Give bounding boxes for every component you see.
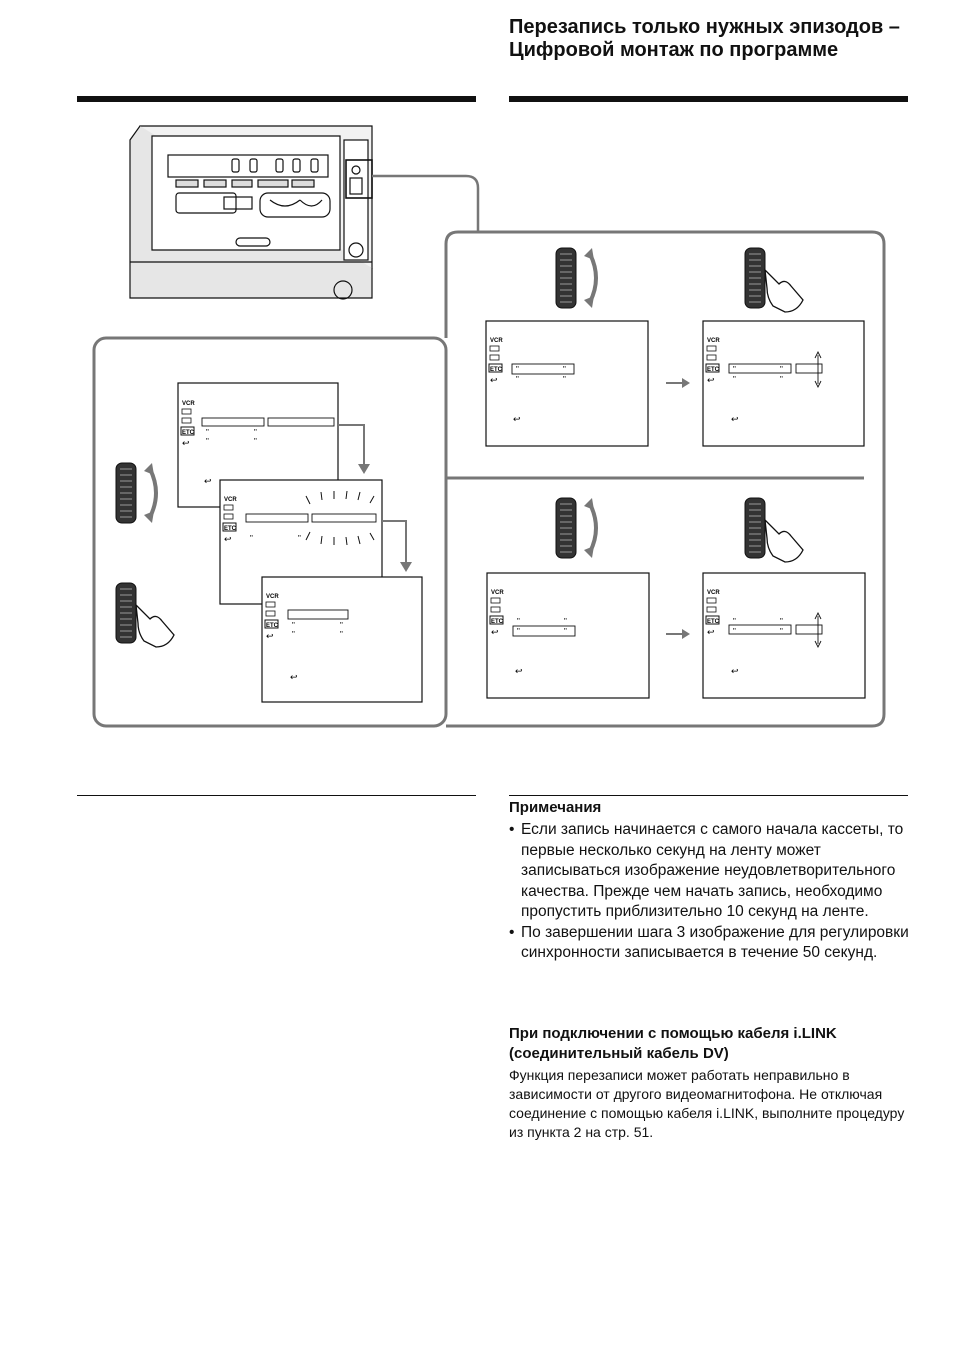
svg-text:↩: ↩ — [490, 375, 498, 385]
notes-heading: Примечания — [509, 799, 602, 816]
svg-text:↩: ↩ — [491, 627, 499, 637]
right-top-rule — [509, 96, 908, 102]
svg-text:": " — [340, 621, 343, 630]
svg-text:": " — [563, 375, 566, 384]
svg-text:": " — [733, 365, 736, 374]
vcr-device — [129, 125, 373, 300]
svg-text:↩: ↩ — [266, 631, 274, 641]
note-item: Если запись начинается с самого начала к… — [509, 820, 909, 923]
right-section-rule — [509, 795, 908, 796]
svg-text:VCR: VCR — [224, 497, 237, 503]
svg-text:ETC: ETC — [266, 623, 279, 629]
dial-rotate-icon — [115, 462, 158, 524]
svg-text:": " — [254, 428, 257, 437]
left-section-rule — [77, 795, 476, 796]
dial-press-icon — [744, 247, 804, 313]
svg-text:": " — [298, 534, 301, 543]
return-icon: ↩ — [182, 438, 190, 448]
ilink-heading: При подключении с помощью кабеля i.LINK … — [509, 1025, 837, 1062]
menu-etc-label: ETC — [182, 430, 195, 436]
blink-indicator — [305, 490, 375, 546]
svg-text:": " — [733, 627, 736, 636]
svg-text:↩: ↩ — [731, 666, 739, 676]
notes-section: Примечания Если запись начинается с само… — [509, 798, 909, 964]
editing-illustration: VCR ETC ↩ " " " " ↩ VCR ETC ↩ " " VCR ET… — [92, 125, 886, 728]
svg-text:ETC: ETC — [707, 619, 720, 625]
svg-text:↩: ↩ — [707, 627, 715, 637]
ilink-body: Функция перезаписи может работать неправ… — [509, 1067, 905, 1140]
dial-rotate-icon — [555, 247, 598, 309]
svg-text:ETC: ETC — [224, 526, 237, 532]
menu-screen: VCR ETC ↩ " " " " ↩ — [261, 576, 423, 703]
svg-text:": " — [733, 617, 736, 626]
menu-screen: VCR ETC ↩ " " " " ↩ — [702, 572, 866, 699]
svg-text:": " — [250, 534, 253, 543]
svg-text:↩: ↩ — [513, 414, 521, 424]
svg-text:": " — [780, 375, 783, 384]
menu-screen: VCR ETC ↩ " " " " ↩ — [702, 320, 865, 447]
svg-text:": " — [780, 617, 783, 626]
svg-text:↩: ↩ — [731, 414, 739, 424]
svg-text:↩: ↩ — [707, 375, 715, 385]
svg-text:": " — [292, 621, 295, 630]
dial-rotate-icon — [555, 497, 598, 559]
connector-line — [372, 174, 480, 232]
flow-arrow — [382, 520, 407, 566]
svg-text:": " — [517, 617, 520, 626]
page-title: Перезапись только нужных эпизодов – Цифр… — [509, 16, 900, 61]
svg-text:ETC: ETC — [490, 367, 503, 373]
right-panel — [444, 230, 886, 728]
svg-text:↩: ↩ — [515, 666, 523, 676]
menu-screen: VCR ETC ↩ " " " " ↩ — [485, 320, 649, 447]
dial-press-icon — [744, 497, 804, 563]
svg-text:": " — [780, 365, 783, 374]
svg-text:": " — [733, 375, 736, 384]
svg-text:": " — [780, 627, 783, 636]
note-item: По завершении шага 3 изображение для рег… — [509, 923, 909, 964]
svg-text:": " — [564, 617, 567, 626]
svg-text:": " — [254, 437, 257, 446]
svg-text:": " — [517, 627, 520, 636]
svg-text:VCR: VCR — [707, 590, 720, 596]
menu-screen: VCR ETC ↩ " " " " ↩ — [486, 572, 650, 699]
svg-text:VCR: VCR — [266, 594, 279, 600]
ilink-section: При подключении с помощью кабеля i.LINK … — [509, 1024, 914, 1142]
left-panel — [92, 336, 448, 728]
left-top-rule — [77, 96, 476, 102]
svg-text:ETC: ETC — [707, 367, 720, 373]
svg-text:": " — [564, 627, 567, 636]
svg-text:VCR: VCR — [491, 590, 504, 596]
svg-text:ETC: ETC — [491, 619, 504, 625]
dial-press-icon — [115, 582, 175, 648]
svg-text:↩: ↩ — [290, 672, 298, 682]
svg-text:": " — [340, 630, 343, 639]
svg-text:": " — [563, 365, 566, 374]
menu-vcr-label: VCR — [182, 401, 195, 407]
svg-text:": " — [516, 375, 519, 384]
svg-text:": " — [206, 428, 209, 437]
svg-text:": " — [292, 630, 295, 639]
return-icon: ↩ — [204, 476, 212, 486]
svg-text:↩: ↩ — [224, 534, 232, 544]
svg-text:VCR: VCR — [490, 338, 503, 344]
svg-text:": " — [516, 365, 519, 374]
svg-text:": " — [206, 437, 209, 446]
flow-arrow — [338, 424, 365, 468]
svg-text:VCR: VCR — [707, 338, 720, 344]
